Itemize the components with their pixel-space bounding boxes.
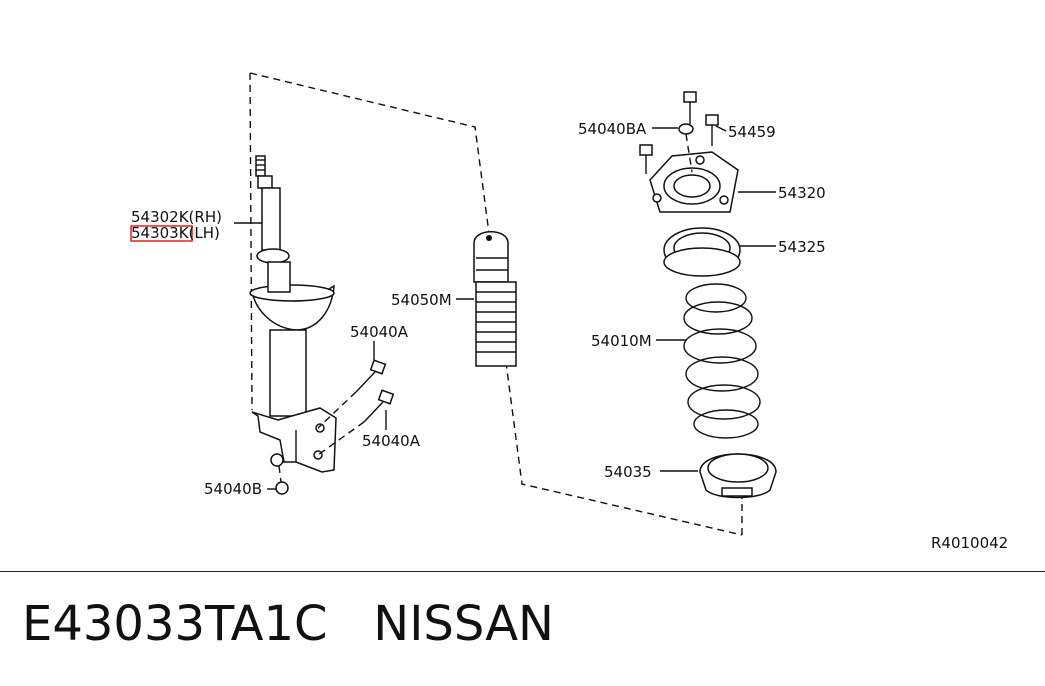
leader-lines <box>234 125 776 490</box>
label-bearing: 54325 <box>778 238 826 256</box>
label-bolt-upper: 54040A <box>350 323 409 341</box>
label-nut: 54040B <box>204 480 262 498</box>
bolt-lower <box>363 389 395 423</box>
reference-code: R4010042 <box>931 534 1008 552</box>
bearing <box>663 227 741 277</box>
label-spring: 54010M <box>591 332 652 350</box>
coil-spring <box>683 283 761 439</box>
lh-highlight-box <box>130 225 193 242</box>
label-strut-lh: 54303K(LH) <box>131 224 220 242</box>
label-bolt-lower: 54040A <box>362 432 421 450</box>
label-bolt-top: 54459 <box>728 123 776 141</box>
label-strut-rh: 54302K(RH) <box>131 208 222 226</box>
bolt-top-right <box>705 114 719 146</box>
part-number: E43033TA1C <box>22 596 328 652</box>
bolt-lower-guide <box>317 421 365 456</box>
exploded-parts-diagram: 54302K(RH) 54303K(LH) 54040A 54040A 5404… <box>130 72 1008 552</box>
label-bumper: 54050M <box>391 291 452 309</box>
spring-seat <box>699 453 777 499</box>
nut-upper <box>678 123 694 173</box>
bump-stopper <box>473 231 517 367</box>
caption-divider <box>0 571 1045 572</box>
bolt-top-center <box>683 91 697 124</box>
upper-mount <box>649 151 739 213</box>
bolt-upper-guide <box>317 391 357 429</box>
label-nut-upper: 54040BA <box>578 120 647 138</box>
label-seat: 54035 <box>604 463 652 481</box>
label-mount: 54320 <box>778 184 826 202</box>
strut-assembly <box>249 155 337 473</box>
nut-lower <box>270 453 289 495</box>
bolt-top-left <box>639 144 653 174</box>
brand-name: NISSAN <box>373 596 554 652</box>
caption: E43033TA1C NISSAN <box>22 596 554 652</box>
bolt-upper <box>355 359 387 393</box>
